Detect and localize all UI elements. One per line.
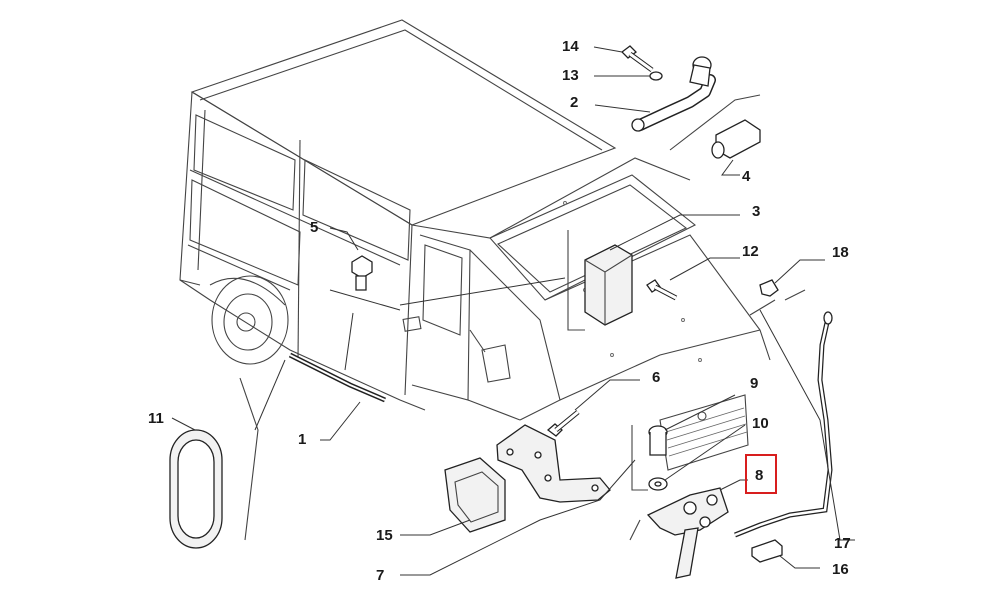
callout-3: 3 bbox=[752, 203, 760, 220]
part-bracket bbox=[751, 539, 820, 569]
part-hinge bbox=[496, 379, 640, 503]
callout-18: 18 bbox=[832, 244, 849, 261]
callout-15: 15 bbox=[376, 527, 393, 544]
part-latch-plate bbox=[400, 457, 506, 536]
callout-6: 6 bbox=[652, 369, 660, 386]
callout-4: 4 bbox=[742, 168, 751, 185]
callout-17: 17 bbox=[834, 535, 851, 552]
callout-1: 1 bbox=[298, 431, 306, 448]
callout-5: 5 bbox=[310, 219, 318, 236]
part-bolt-12 bbox=[646, 257, 740, 301]
part-lock-assembly bbox=[629, 479, 748, 579]
callout-16: 16 bbox=[832, 561, 849, 578]
part-grille-bolt bbox=[631, 394, 746, 491]
callout-14: 14 bbox=[562, 38, 579, 55]
part-oval-cover bbox=[169, 377, 259, 549]
callout-10: 10 bbox=[752, 415, 769, 432]
callout-7: 7 bbox=[376, 567, 384, 584]
part-release-cable bbox=[734, 309, 855, 541]
part-link-rod bbox=[594, 56, 716, 132]
callout-11: 11 bbox=[148, 410, 164, 427]
callout-9: 9 bbox=[750, 375, 758, 392]
part-7-leader bbox=[400, 459, 636, 576]
callout-12: 12 bbox=[742, 243, 759, 260]
part-bump-stop bbox=[399, 214, 740, 331]
callout-13: 13 bbox=[562, 67, 579, 84]
callout-8: 8 bbox=[755, 467, 763, 484]
part-small-bolt bbox=[329, 227, 401, 311]
part-seal-strip bbox=[254, 312, 386, 441]
part-clip bbox=[749, 259, 825, 316]
callout-2: 2 bbox=[570, 94, 578, 111]
van-outline bbox=[179, 19, 771, 471]
part-bushing bbox=[669, 94, 761, 176]
highlight-box bbox=[745, 454, 777, 494]
part-bolt-washer bbox=[593, 45, 663, 81]
